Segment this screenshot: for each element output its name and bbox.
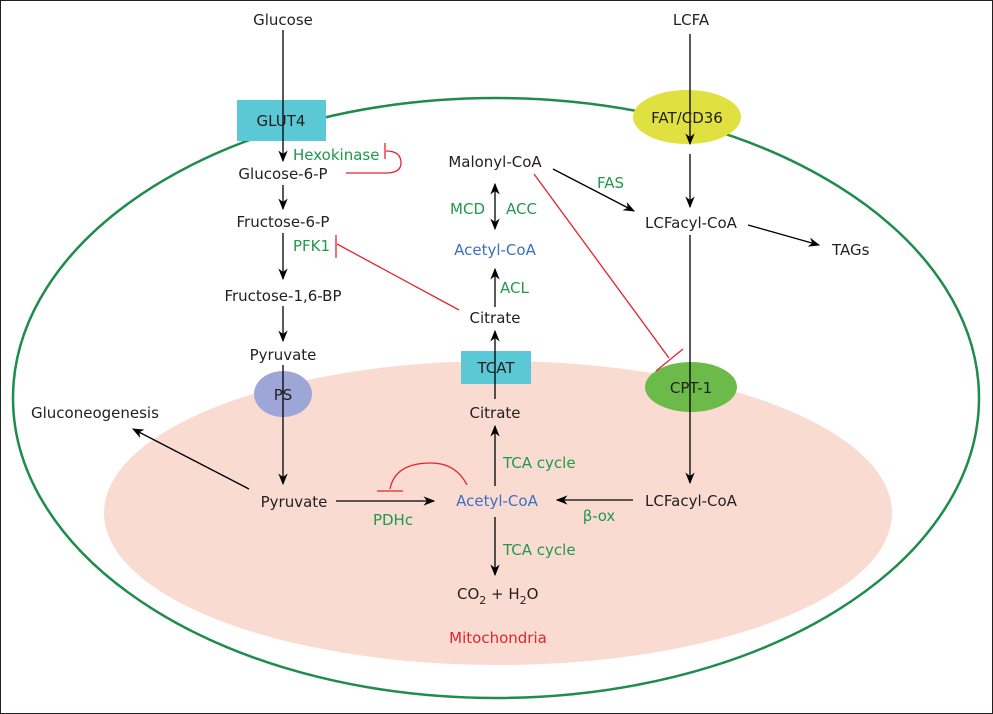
label-beta-ox: β-ox bbox=[583, 507, 616, 525]
label-tca-cycle-down: TCA cycle bbox=[502, 541, 576, 559]
label-acetyl-coa-cytosol: Acetyl-CoA bbox=[454, 241, 536, 259]
label-fructose-6-p: Fructose-6-P bbox=[237, 213, 330, 231]
label-co2-h2o: CO2 + H2O bbox=[457, 585, 538, 607]
label-pfk1: PFK1 bbox=[293, 237, 330, 255]
malonylcoa-inhibits-cpt1 bbox=[533, 173, 670, 359]
arrow-malonylcoa-to-lcfacylcoa bbox=[552, 168, 636, 212]
label-gluconeogenesis: Gluconeogenesis bbox=[31, 404, 159, 422]
cpt1-transporter bbox=[645, 362, 737, 412]
label-lcfacyl-coa-mito: LCFacyl-CoA bbox=[645, 492, 738, 510]
label-glut4: GLUT4 bbox=[257, 112, 306, 130]
label-ps: PS bbox=[274, 386, 293, 404]
label-glucose-6-p: Glucose-6-P bbox=[238, 165, 327, 183]
acetylcoa-inhibits-pdhc bbox=[389, 462, 468, 490]
label-pyruvate-cytosol: Pyruvate bbox=[250, 346, 317, 364]
label-citrate-mito: Citrate bbox=[470, 404, 521, 422]
label-fas: FAS bbox=[597, 174, 624, 192]
label-fructose-16-bp: Fructose-1,6-BP bbox=[224, 287, 341, 305]
label-glucose: Glucose bbox=[253, 11, 313, 29]
label-lcfa: LCFA bbox=[673, 11, 710, 29]
cpt1-inhibition-bar bbox=[655, 348, 684, 372]
citrate-inhibits-pfk1 bbox=[336, 243, 460, 311]
label-malonyl-coa: Malonyl-CoA bbox=[448, 153, 542, 171]
arrow-pyruvate-to-gluconeogenesis bbox=[131, 428, 250, 490]
label-citrate-cytosol: Citrate bbox=[470, 309, 521, 327]
hexokinase-inhibition bbox=[346, 150, 402, 174]
label-acc: ACC bbox=[506, 200, 537, 218]
label-acetyl-coa-mito: Acetyl-CoA bbox=[456, 492, 538, 510]
fat-cd36-transporter bbox=[633, 90, 741, 144]
label-mcd: MCD bbox=[450, 200, 485, 218]
cell-membrane bbox=[11, 96, 981, 700]
label-tags: TAGs bbox=[831, 241, 870, 259]
label-fat-cd36: FAT/CD36 bbox=[651, 109, 723, 127]
label-acl: ACL bbox=[500, 279, 529, 297]
arrow-lcfacylcoa-to-tags bbox=[747, 224, 821, 247]
label-tcat: TCAT bbox=[476, 359, 515, 377]
label-pyruvate-mito: Pyruvate bbox=[261, 493, 328, 511]
tcat-transporter bbox=[461, 351, 531, 384]
label-mitochondria: Mitochondria bbox=[449, 629, 547, 647]
label-tca-cycle-up: TCA cycle bbox=[502, 454, 576, 472]
label-lcfacyl-coa-cytosol: LCFacyl-CoA bbox=[645, 214, 738, 232]
mitochondria-compartment bbox=[104, 361, 892, 665]
label-cpt1: CPT-1 bbox=[670, 379, 712, 397]
glut4-transporter bbox=[237, 100, 326, 141]
label-hexokinase: Hexokinase bbox=[293, 146, 379, 164]
label-pdhc: PDHc bbox=[373, 511, 413, 529]
